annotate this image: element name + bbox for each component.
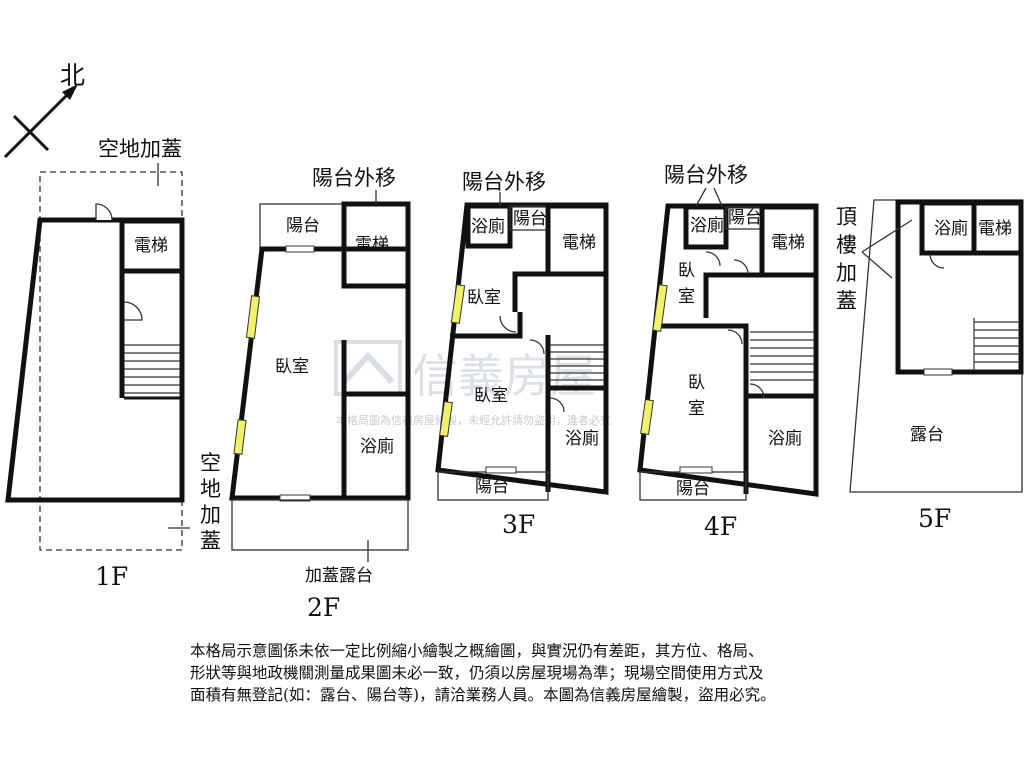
2f-outline: [229, 246, 411, 501]
4f-stairs-icon: [750, 331, 814, 381]
3f-window-left-1: [450, 284, 466, 324]
4f-window-left-1: [652, 284, 668, 332]
4f-balcony-moved-leader-2: [713, 187, 723, 207]
3f-door-icon-2: [529, 339, 545, 355]
3f-floor-name: 3F: [502, 510, 535, 539]
4f-bedroom2-char-2: 室: [688, 399, 705, 419]
5f-floor-name: 5F: [918, 504, 951, 533]
3f-door-icon-3: [549, 397, 565, 413]
floor-3f: 浴廁 陽台 電梯 臥室 臥室 浴廁 陽台 陽台外移 3F: [435, 170, 609, 539]
floor-5f: 浴廁 電梯 露台 頂 樓 加 蓋 5F: [836, 199, 1024, 533]
2f-extension-terrace: [231, 499, 409, 551]
compass: 北: [3, 61, 85, 159]
3f-stairs-icon: [550, 344, 604, 381]
2f-window-top: [285, 245, 315, 253]
3f-bath-top-label: 浴廁: [471, 216, 505, 237]
5f-roof-ext-leader-2: [861, 251, 893, 279]
4f-door-icon-2: [733, 259, 749, 275]
4f-bath-label: 浴廁: [768, 428, 802, 449]
compass-north-label: 北: [60, 61, 85, 90]
watermark: 信義房屋 本格局圖為信義房屋繪製，未經允許請勿盜用，違者必究: [334, 340, 611, 427]
1f-extension-top-label: 空地加蓋: [98, 137, 182, 161]
north-arrow-shaft: [3, 88, 74, 159]
3f-window-left-2: [439, 401, 453, 437]
floor-1f: 電梯 空地加蓋 空 地 加 蓋 1F: [5, 137, 221, 591]
1f-outline: [5, 217, 185, 503]
4f-elevator-label: 電梯: [771, 233, 805, 253]
3f-balcony-moved-label: 陽台外移: [462, 170, 546, 194]
5f-roof-ext-char-3: 加: [836, 261, 857, 285]
1f-stair-door-icon: [123, 301, 143, 321]
1f-ext-char-2: 地: [200, 477, 221, 501]
4f-balcony-label: 陽台: [676, 479, 710, 499]
4f-inner-wall-1: [703, 272, 816, 318]
2f-terrace-label: 加蓋露台: [305, 566, 373, 586]
1f-stairs-icon: [124, 344, 180, 394]
3f-inner-wall-1: [512, 271, 606, 312]
4f-window-left-2: [640, 399, 654, 435]
floor-plan-diagram: 北 信義房屋 本格局圖為信義房屋繪製，未經允許請勿盜用，違者必究 電梯 空地加蓋…: [3, 61, 1024, 622]
4f-door-icon-3: [727, 329, 743, 345]
4f-bedroom1-char-2: 室: [678, 287, 695, 307]
5f-roof-ext-leader-1: [861, 219, 913, 253]
5f-roof-ext-char-4: 蓋: [836, 289, 857, 313]
5f-door-icon: [929, 253, 945, 269]
5f-bath-label: 浴廁: [934, 218, 968, 239]
disclaimer-line-3: 面積有無登記(如：露台、陽台等)，請洽業務人員。本圖為信義房屋繪製，盜用必究。: [190, 686, 776, 704]
4f-balcony-moved-leader-1: [695, 187, 707, 207]
4f-inner-wall-2: [660, 323, 749, 494]
5f-elevator-room: [971, 200, 1024, 256]
north-arrow-head-icon: [62, 84, 78, 100]
2f-balcony-moved-label: 陽台外移: [312, 166, 396, 190]
1f-elevator-room: [119, 218, 185, 274]
3f-bedroom1-label: 臥室: [467, 288, 501, 308]
3f-bedroom2-label: 臥室: [474, 386, 508, 406]
4f-balcony-moved-label: 陽台外移: [664, 163, 748, 187]
floor-2f: 陽台 電梯 臥室 浴廁 加蓋露台 陽台外移 2F: [229, 166, 411, 622]
4f-floor-name: 4F: [704, 512, 737, 541]
3f-window-bottom: [485, 466, 517, 474]
5f-roof-ext-char-1: 頂: [836, 205, 857, 229]
4f-balcony-top-label: 陽台: [728, 208, 762, 228]
2f-window-bottom: [279, 494, 311, 502]
1f-door-icon: [95, 203, 113, 221]
2f-balcony-label: 陽台: [286, 216, 320, 236]
3f-bath-label: 浴廁: [565, 428, 599, 449]
2f-elevator-label: 電梯: [355, 235, 389, 255]
watermark-brand: 信義房屋: [412, 349, 596, 403]
1f-floor-name: 1F: [95, 562, 128, 591]
5f-elevator-label: 電梯: [978, 219, 1012, 239]
2f-floor-name: 2F: [307, 593, 340, 622]
5f-terrace-label: 露台: [910, 425, 944, 445]
5f-window: [923, 368, 953, 376]
4f-door-icon-4: [749, 383, 765, 399]
1f-ext-char-1: 空: [200, 451, 221, 475]
3f-balcony-label: 陽台: [475, 477, 509, 497]
1f-elevator-label: 電梯: [134, 236, 168, 256]
2f-window-left-2: [233, 419, 247, 455]
1f-ext-char-4: 蓋: [200, 529, 221, 553]
2f-bath-label: 浴廁: [360, 436, 394, 457]
2f-bedroom-label: 臥室: [275, 357, 309, 377]
3f-balcony-top-label: 陽台: [513, 209, 547, 229]
4f-window-bottom: [679, 466, 713, 474]
5f-stairs-icon: [973, 318, 1020, 370]
disclaimer-line-1: 本格局示意圖係未依一定比例縮小繪製之概繪圖，與實況仍有差距，其方位、格局、: [190, 642, 764, 660]
4f-door-icon-1: [705, 251, 721, 267]
4f-bath-top-label: 浴廁: [690, 215, 724, 236]
4f-bedroom2-char-1: 臥: [688, 373, 705, 393]
watermark-notice: 本格局圖為信義房屋繪製，未經允許請勿盜用，違者必究: [336, 413, 611, 427]
floor-4f: 浴廁 陽台 電梯 臥 室 臥 室 浴廁 陽台 陽台外移 4F: [637, 163, 819, 541]
1f-ext-char-3: 加: [200, 503, 221, 527]
3f-inner-wall-2: [450, 312, 523, 339]
5f-roof-ext-char-2: 樓: [836, 233, 857, 257]
disclaimer-line-2: 形狀等與地政機關測量成果圖未必一致，仍須以房屋現場為準；現場空間使用方式及: [190, 664, 764, 682]
compass-cross: [12, 114, 50, 152]
2f-window-left-1: [245, 295, 261, 339]
4f-bedroom1-char-1: 臥: [678, 261, 695, 281]
3f-elevator-label: 電梯: [562, 233, 596, 253]
3f-door-icon-1: [499, 315, 517, 333]
disclaimer: 本格局示意圖係未依一定比例縮小繪製之概繪圖，與實況仍有差距，其方位、格局、 形狀…: [190, 640, 910, 706]
